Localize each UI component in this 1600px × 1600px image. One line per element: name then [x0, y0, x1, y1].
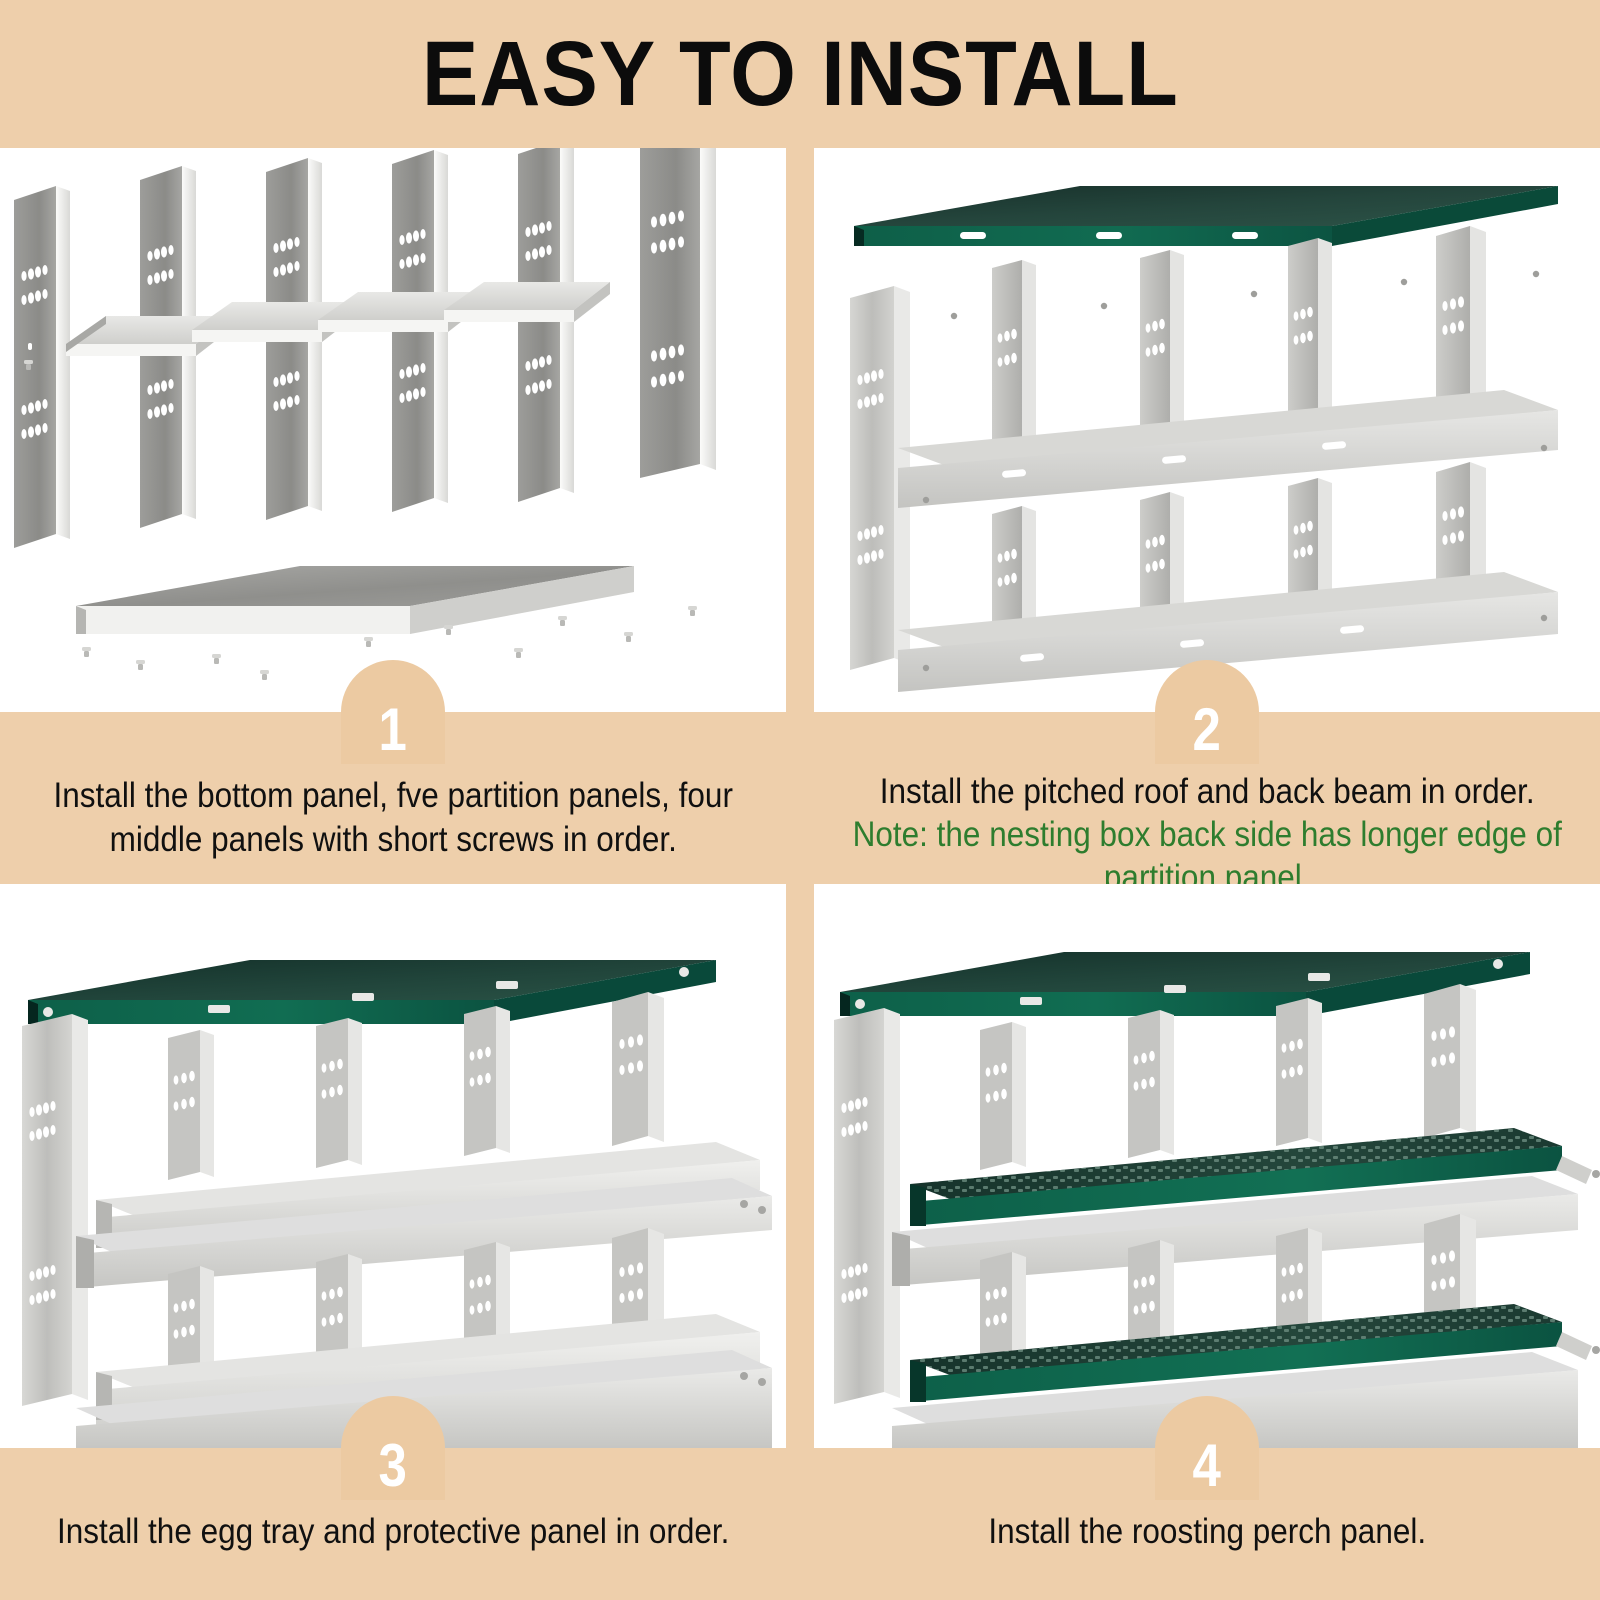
screw-heads: [922, 270, 1548, 672]
step-4-image: [814, 884, 1600, 1448]
roof-and-frame-illustration: [814, 148, 1600, 712]
middle-panel-4: [444, 282, 610, 322]
step-3-badge: 3: [341, 1396, 445, 1500]
step-1-image: [0, 148, 786, 712]
roosting-perch-illustration: [814, 884, 1600, 1448]
header-banner: EASY TO INSTALL: [0, 0, 1600, 148]
grid-gutter-caption-top: [786, 712, 814, 880]
box-upper-partitions-4: [980, 984, 1476, 1170]
step-2-image: [814, 148, 1600, 712]
bottom-rail-slots: [1020, 625, 1365, 662]
step-3-caption-band: 3 Install the egg tray and protective pa…: [0, 1396, 786, 1600]
step-1-caption-band: 1 Install the bottom panel, fve partitio…: [0, 660, 786, 880]
step-2-caption-text: Install the pitched roof and back beam i…: [879, 772, 1535, 811]
lower-perch-bracket: [1556, 1332, 1600, 1360]
lower-roosting-perch-panel: [910, 1304, 1562, 1402]
grid-gutter-bottom: [786, 884, 814, 1448]
step-2-number: 2: [1192, 696, 1222, 763]
step-1-badge: 1: [341, 660, 445, 764]
row-separator-left: [0, 880, 786, 884]
step-1-number: 1: [378, 696, 408, 763]
partition-panel-end: [640, 148, 716, 478]
partition-panel-5: [518, 148, 574, 502]
loose-screws: [24, 360, 697, 680]
grid-gutter-top: [786, 148, 814, 712]
step-3-number: 3: [378, 1432, 408, 1499]
frame-upper-partitions: [992, 226, 1486, 458]
box-left-end-panel: [22, 1014, 88, 1406]
grid-gutter-caption-bottom: [786, 1448, 814, 1600]
frame-bottom-rail: [898, 572, 1558, 692]
step-1-caption-text: Install the bottom panel, fve partition …: [53, 776, 733, 860]
roof-slots: [960, 232, 1258, 239]
row-separator-right: [814, 880, 1600, 884]
step-2-badge: 2: [1155, 660, 1259, 764]
step-3-caption-text: Install the egg tray and protective pane…: [56, 1512, 730, 1551]
tray-screws: [740, 1200, 766, 1386]
upper-roosting-perch-panel: [910, 1128, 1562, 1226]
page-title: EASY TO INSTALL: [421, 23, 1179, 125]
row-separator-gutter: [786, 880, 814, 884]
installed-roof: [28, 960, 716, 1024]
frame-left-end-panel: [850, 286, 910, 670]
frame-lower-partitions: [992, 462, 1486, 656]
upper-protective-panel: [76, 1178, 772, 1288]
steps-grid: 1 Install the bottom panel, fve partitio…: [0, 148, 1600, 1600]
egg-tray-illustration: [0, 884, 786, 1448]
pitched-roof-panel: [854, 186, 1558, 246]
step-3-image: [0, 884, 786, 1448]
middle-rail-slots: [1002, 441, 1347, 478]
installed-roof-4: [840, 952, 1530, 1016]
step-4-caption-band: 4 Install the roosting perch panel.: [814, 1396, 1600, 1600]
step-2-caption-band: 2 Install the pitched roof and back beam…: [814, 660, 1600, 897]
bottom-panel: [76, 566, 634, 634]
upper-tray-panel-4: [892, 1176, 1578, 1286]
roof-fasteners: [43, 967, 689, 1017]
exploded-panels-illustration: [0, 148, 786, 712]
step-4-number: 4: [1192, 1432, 1222, 1499]
step-4-badge: 4: [1155, 1396, 1259, 1500]
step-4-caption-text: Install the roosting perch panel.: [988, 1512, 1426, 1551]
box-upper-partitions: [168, 992, 664, 1180]
upper-perch-bracket: [1556, 1156, 1600, 1184]
roof-fasteners-4: [855, 959, 1503, 1009]
box-left-end-panel-4: [834, 1008, 900, 1404]
frame-middle-rail: [898, 390, 1558, 508]
partition-panel-1: [14, 186, 70, 548]
